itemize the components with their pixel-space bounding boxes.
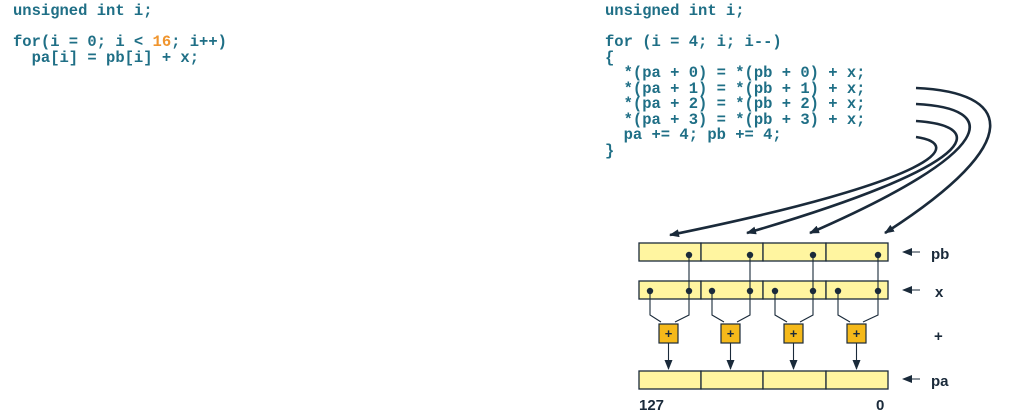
pb-row-dot-3: [685, 287, 693, 295]
pb-row-dot-2: [746, 287, 754, 295]
pb-lane-1: [762, 242, 827, 262]
label-x: x: [935, 284, 944, 301]
unrolled-loop-code: unsigned int i; for (i = 4; i; i--){ *(pa…: [605, 2, 866, 160]
label-pb: pb: [931, 246, 949, 263]
code-line-body: pa[i] = pb[i] + x;: [13, 48, 200, 67]
code-line-lane-0: *(pa + 0) = *(pb + 0) + x;: [605, 64, 866, 82]
code-line-for: for (i = 4; i; i--): [605, 33, 782, 51]
pb-dot-lane-2: [746, 251, 754, 259]
x-dot-lane-2: [708, 287, 716, 295]
pa-lane-0: [825, 370, 889, 390]
bit-index-high: 127: [639, 397, 664, 414]
label-pa: pa: [931, 373, 949, 390]
code-line-open-brace: {: [605, 48, 615, 67]
code-for-suffix: ; i++): [171, 33, 227, 51]
code-line-increment: pa += 4; pb += 4;: [605, 126, 782, 144]
arrow-lane-2: [746, 119, 958, 235]
pb-lane-0: [825, 242, 889, 262]
scalar-loop-code: unsigned int i; for(i = 0; i < 16; i++) p…: [13, 2, 227, 67]
code-line-lane-1: *(pa + 1) = *(pb + 1) + x;: [605, 79, 866, 98]
pb-wire-lane-0: [862, 255, 879, 323]
pb-dot-lane-0: [874, 251, 882, 259]
pa-lane-2: [700, 370, 764, 390]
code-to-register-arrows: [669, 86, 992, 238]
pb-wire-lane-1: [799, 255, 814, 323]
code-line-for: for(i = 0; i < 16; i++): [13, 33, 227, 51]
x-wire-lane-0: [837, 291, 851, 323]
arrow-lane-0: [884, 86, 992, 235]
code-line-declaration: unsigned int i;: [605, 2, 745, 20]
adder-symbol-lane-2: +: [727, 326, 735, 341]
code-line-declaration: unsigned int i;: [13, 2, 153, 20]
code-line-lane-2: *(pa + 2) = *(pb + 2) + x;: [605, 95, 866, 113]
pa-lane-1: [762, 370, 827, 390]
arrow-lane-3: [669, 135, 938, 238]
pb-lane-3: [638, 242, 702, 262]
arrow-lane-1: [809, 102, 971, 235]
pb-register: [638, 242, 889, 262]
x-lane-0: [825, 280, 889, 300]
x-dot-lane-0: [834, 287, 842, 295]
adder-symbol-lane-0: +: [853, 326, 861, 341]
pb-wire-lane-2: [736, 255, 751, 323]
adder-symbol-lane-3: +: [665, 326, 673, 341]
adder-output-arrows: [664, 343, 861, 370]
pb-row-dot-0: [874, 287, 882, 295]
code-line-lane-3: *(pa + 3) = *(pb + 3) + x;: [605, 110, 866, 129]
pb-wire-lane-3: [674, 255, 690, 323]
x-wire-lane-3: [649, 291, 662, 323]
x-register: [638, 280, 889, 300]
pa-register: [638, 370, 889, 390]
pb-dot-lane-1: [809, 251, 817, 259]
pb-dot-lane-3: [685, 251, 693, 259]
adder-wiring: [649, 255, 879, 323]
x-wire-lane-1: [774, 291, 788, 323]
pb-row-dot-1: [809, 287, 817, 295]
x-dot-lane-3: [646, 287, 654, 295]
pb-lane-2: [700, 242, 764, 262]
x-wire-lane-2: [711, 291, 725, 323]
wire-dots: [646, 251, 882, 295]
pa-lane-3: [638, 370, 702, 390]
adder-symbol-lane-1: +: [790, 326, 798, 341]
label-plus: +: [934, 328, 943, 345]
adders: + + + +: [658, 323, 867, 344]
bit-index-low: 0: [876, 397, 884, 414]
row-label-arrows: [902, 248, 920, 383]
code-for-prefix: for(i = 0; i <: [13, 33, 153, 51]
code-loop-bound: 16: [152, 33, 172, 51]
code-line-close-brace: }: [605, 141, 615, 160]
x-dot-lane-1: [771, 287, 779, 295]
